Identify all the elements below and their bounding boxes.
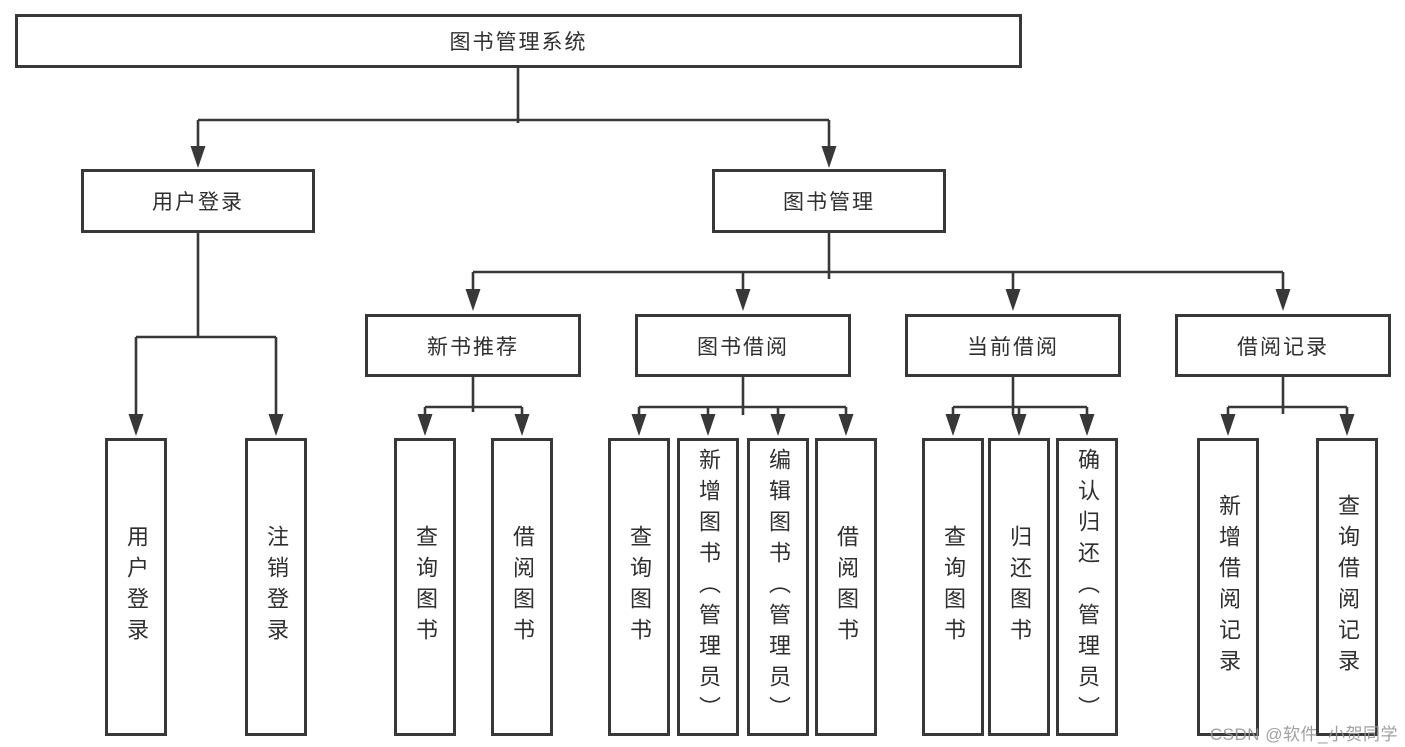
leaf-query-books-borrowing: 查询图书 [608, 438, 670, 736]
leaf-add-borrow-record: 新增借阅记录 [1197, 438, 1259, 736]
node-root: 图书管理系统 [15, 14, 1022, 68]
leaf-query-borrow-record-label: 查询借阅记录 [1335, 494, 1360, 680]
node-new-book-recommend: 新书推荐 [365, 314, 581, 377]
node-book-management: 图书管理 [712, 169, 946, 233]
leaf-user-login: 用户登录 [105, 438, 167, 736]
leaf-edit-book-admin: 编辑图书（管理员） [747, 438, 809, 736]
leaf-confirm-return-admin: 确认归还（管理员） [1056, 438, 1118, 736]
leaf-logout-label: 注销登录 [264, 525, 289, 649]
leaf-borrow-books-recommend: 借阅图书 [491, 438, 553, 736]
leaf-borrow-books-recommend-label: 借阅图书 [510, 525, 535, 649]
leaf-confirm-return-admin-label: 确认归还（管理员） [1075, 447, 1100, 727]
node-borrowing-records: 借阅记录 [1175, 314, 1391, 377]
leaf-return-books-label: 归还图书 [1007, 525, 1032, 649]
leaf-query-borrow-record: 查询借阅记录 [1316, 438, 1378, 736]
node-book-management-label: 图书管理 [783, 191, 875, 214]
node-current-borrowing: 当前借阅 [905, 314, 1121, 377]
leaf-add-borrow-record-label: 新增借阅记录 [1216, 494, 1241, 680]
leaf-add-book-admin-label: 新增图书（管理员） [696, 447, 721, 727]
leaf-query-books-recommend: 查询图书 [394, 438, 456, 736]
node-user-login-label: 用户登录 [152, 191, 244, 214]
leaf-borrow-books-borrowing: 借阅图书 [815, 438, 877, 736]
node-borrowing-records-label: 借阅记录 [1237, 335, 1329, 359]
node-current-borrowing-label: 当前借阅 [967, 335, 1059, 359]
leaf-logout: 注销登录 [245, 438, 307, 736]
leaf-query-books-current-label: 查询图书 [941, 525, 966, 649]
leaf-borrow-books-borrowing-label: 借阅图书 [834, 525, 859, 649]
node-new-book-recommend-label: 新书推荐 [427, 335, 519, 359]
arrowheads [128, 146, 1355, 436]
csdn-watermark: CSDN @软件_小贺同学 [1209, 725, 1398, 744]
node-root-label: 图书管理系统 [449, 31, 588, 54]
leaf-return-books: 归还图书 [988, 438, 1050, 736]
leaf-query-books-current: 查询图书 [922, 438, 984, 736]
node-book-borrowing: 图书借阅 [635, 314, 851, 377]
node-book-borrowing-label: 图书借阅 [697, 335, 789, 359]
leaf-query-books-recommend-label: 查询图书 [413, 525, 438, 649]
leaf-user-login-label: 用户登录 [124, 525, 149, 649]
leaf-query-books-borrowing-label: 查询图书 [627, 525, 652, 649]
leaf-add-book-admin: 新增图书（管理员） [677, 438, 739, 736]
node-user-login: 用户登录 [81, 169, 315, 233]
leaf-edit-book-admin-label: 编辑图书（管理员） [766, 447, 791, 727]
